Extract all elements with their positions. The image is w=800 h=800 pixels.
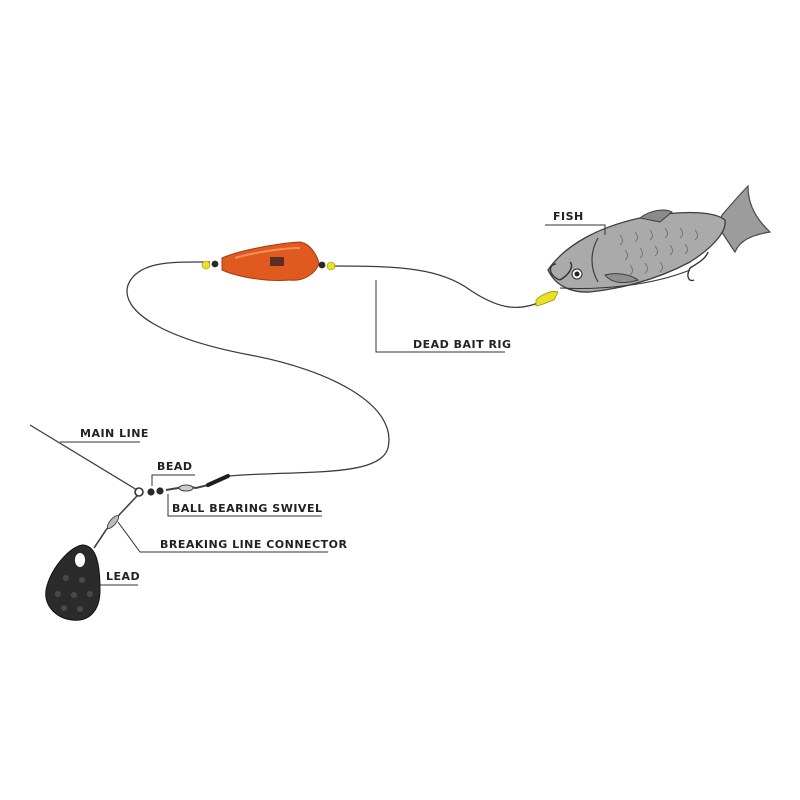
breaking-line-connector-label: BREAKING LINE CONNECTOR — [160, 538, 347, 551]
fish-icon — [547, 184, 772, 293]
bead-yellow-left — [201, 260, 211, 270]
main-line-label: MAIN LINE — [80, 427, 149, 440]
fish-gill — [591, 237, 599, 283]
fish-label: FISH — [553, 210, 584, 223]
dead-bait-rig-leader — [375, 280, 505, 353]
ring — [134, 487, 144, 497]
float-highlight — [234, 247, 301, 259]
lead-body — [45, 544, 101, 621]
bead-yellow-right — [326, 261, 336, 271]
main-line — [29, 424, 138, 491]
bait-sleeve — [535, 291, 559, 307]
swivel-icon — [134, 474, 230, 497]
lead-weight-icon — [45, 544, 101, 621]
fish-scales — [619, 227, 698, 276]
fish-pectoral-fin — [604, 273, 640, 284]
fish-pupil — [574, 271, 580, 277]
crimp — [206, 474, 230, 487]
dead-bait-rig-label: DEAD BAIT RIG — [413, 338, 512, 351]
bead-black-right — [318, 261, 326, 269]
lead-eye — [75, 553, 85, 567]
rig-line — [126, 261, 390, 477]
swivel-barrel — [178, 484, 194, 492]
rig-line-to-fish — [331, 265, 546, 309]
connector-link — [106, 515, 120, 529]
swivel-leader — [167, 494, 322, 517]
bead-leader — [151, 474, 195, 486]
trace-wire — [559, 269, 691, 289]
connector-leader — [117, 521, 328, 553]
fish-dorsal-fin — [638, 209, 673, 223]
bead-black — [147, 488, 155, 496]
bead-black-2 — [156, 487, 164, 495]
fish-leader — [545, 224, 606, 235]
bead-black-left — [211, 260, 219, 268]
float-icon — [201, 241, 336, 281]
fish-body — [547, 211, 726, 293]
bead-label: BEAD — [157, 460, 193, 473]
float-logo — [270, 257, 284, 266]
ball-bearing-swivel-label: BALL BEARING SWIVEL — [172, 502, 322, 515]
lead-label: LEAD — [106, 570, 140, 583]
fish-tail — [717, 184, 772, 254]
lead-dimples — [55, 575, 93, 612]
